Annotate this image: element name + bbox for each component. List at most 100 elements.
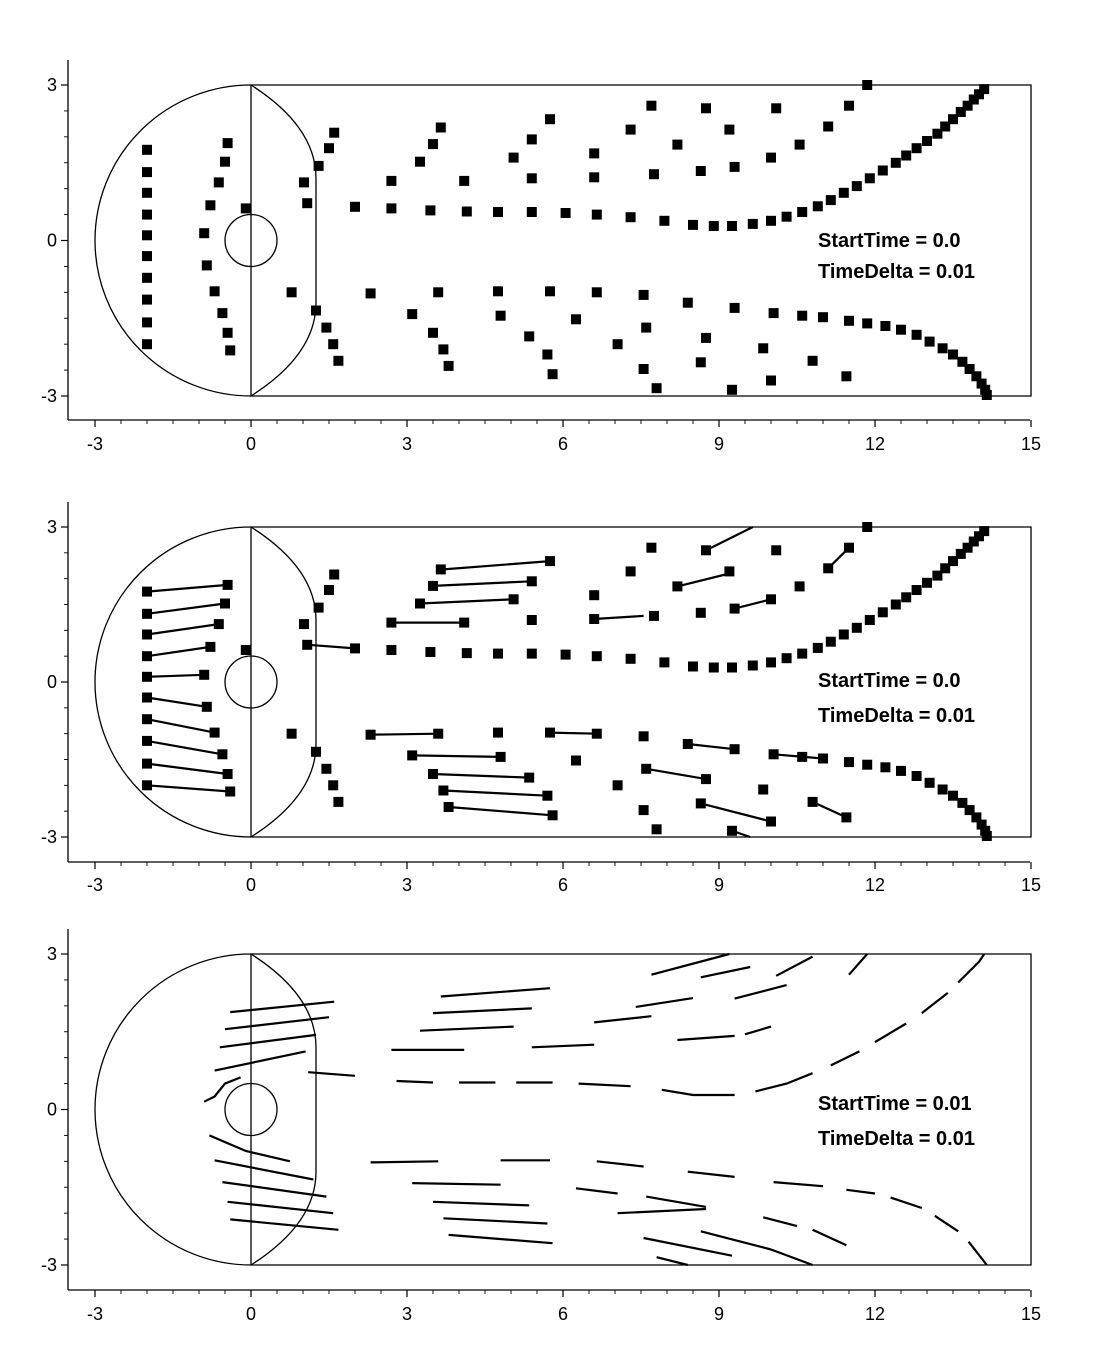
lens-outline	[250, 526, 317, 838]
particle-marker	[896, 324, 906, 335]
particle-marker	[896, 765, 906, 776]
x-tick-label: 15	[1021, 1304, 1041, 1324]
particle-marker	[205, 200, 216, 211]
particle-marker	[651, 824, 662, 835]
particle-marker	[524, 772, 535, 783]
particle-marker	[962, 542, 973, 553]
particle-marker	[649, 169, 659, 180]
particle-marker	[333, 355, 344, 366]
streakline	[812, 800, 847, 819]
particle-marker	[862, 759, 873, 770]
particle-marker	[818, 753, 828, 764]
particle-marker	[461, 648, 472, 659]
streakline	[967, 1241, 988, 1266]
streakline	[448, 805, 553, 817]
particle-marker	[205, 641, 216, 652]
particle-marker	[924, 336, 935, 347]
streakline	[762, 1216, 798, 1228]
particle-marker	[222, 327, 233, 338]
particle-marker	[901, 592, 912, 603]
x-tick-label: 3	[402, 875, 412, 895]
particle-marker	[142, 735, 152, 746]
particle-marker	[688, 661, 698, 672]
particle-marker	[425, 647, 436, 657]
particle-marker	[838, 187, 849, 198]
particle-marker	[922, 577, 932, 588]
particle-marker	[771, 103, 782, 114]
streakline	[848, 953, 869, 976]
cylinder-circle	[224, 213, 278, 268]
streakline	[146, 762, 228, 776]
cylinder-circle	[224, 655, 278, 709]
streakline	[432, 580, 532, 587]
particle-marker	[641, 763, 652, 774]
particle-marker	[209, 286, 220, 297]
x-tick-label: 6	[558, 875, 568, 895]
streakline	[643, 1236, 733, 1257]
particle-marker	[890, 157, 901, 168]
particle-marker	[844, 100, 854, 111]
streakline	[734, 598, 772, 610]
x-tick-label: 15	[1021, 434, 1041, 454]
particle-marker	[328, 339, 339, 350]
streakline	[419, 1025, 514, 1032]
particle-marker	[968, 94, 979, 105]
particle-marker	[142, 144, 152, 155]
y-tick-label: -3	[41, 827, 57, 847]
particle-marker	[201, 701, 212, 712]
particle-marker	[911, 771, 922, 781]
streakline	[578, 1082, 631, 1088]
x-tick-label: -3	[87, 1304, 103, 1324]
particle-marker	[729, 603, 740, 614]
particle-marker	[526, 648, 537, 659]
particle-marker	[862, 80, 873, 90]
particle-marker	[948, 556, 958, 567]
particle-marker	[768, 308, 779, 319]
particle-marker	[545, 114, 555, 125]
particle-marker	[493, 207, 503, 217]
particle-marker	[766, 152, 776, 163]
particle-marker	[955, 548, 966, 559]
particle-marker	[222, 769, 233, 779]
particle-marker	[142, 187, 152, 198]
streakline	[656, 1256, 689, 1267]
particle-marker	[526, 615, 537, 625]
streakline	[775, 955, 814, 977]
particle-marker	[964, 805, 975, 816]
particle-marker	[142, 780, 152, 791]
annotation-text: TimeDelta = 0.01	[818, 705, 975, 727]
particle-marker	[311, 305, 321, 316]
particle-marker	[825, 636, 836, 647]
particle-marker	[981, 390, 992, 400]
particle-marker	[862, 522, 873, 532]
particle-marker	[729, 744, 740, 755]
particle-marker	[823, 121, 834, 132]
streakline	[596, 1160, 644, 1168]
y-tick-label: 0	[47, 1100, 57, 1120]
particle-marker	[311, 746, 321, 757]
streakline	[224, 1016, 330, 1031]
particle-marker	[940, 121, 951, 132]
x-tick-label: 3	[402, 1304, 412, 1324]
streakline	[146, 739, 223, 756]
particle-marker	[649, 610, 659, 621]
streakline	[146, 673, 205, 678]
streakline	[830, 1050, 860, 1067]
particle-marker	[747, 660, 758, 671]
particle-marker	[727, 221, 737, 231]
particle-marker	[199, 669, 210, 680]
particle-marker	[701, 774, 711, 785]
particle-marker	[980, 825, 991, 836]
streakline	[443, 560, 551, 571]
particle-marker	[911, 585, 922, 595]
particle-marker	[695, 166, 706, 176]
particle-marker	[591, 287, 602, 298]
particle-marker	[880, 762, 891, 773]
particle-marker	[386, 645, 397, 655]
inlet-arc	[94, 953, 252, 1266]
streakline	[222, 1181, 327, 1198]
particle-marker	[701, 545, 711, 556]
streakline	[419, 598, 514, 605]
streakline	[412, 1182, 501, 1186]
streakline	[700, 802, 772, 823]
